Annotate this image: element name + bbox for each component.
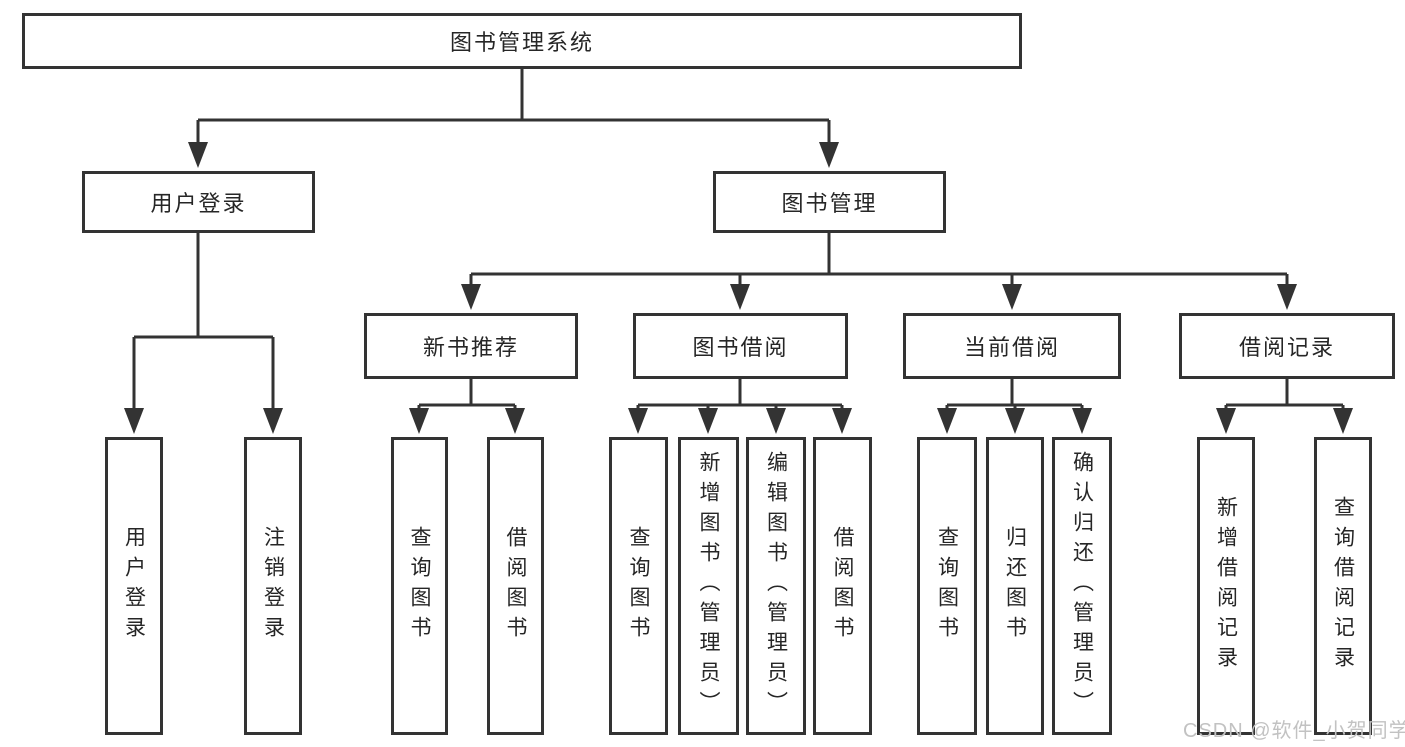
leaf-records-query-record-label: 查询借阅记录 [1331, 496, 1355, 676]
node-user-login: 用户登录 [82, 171, 315, 233]
leaf-records-add-record-label: 新增借阅记录 [1214, 496, 1238, 676]
leaf-borrow-edit-book-admin-label: 编辑图书（管理员） [764, 451, 788, 721]
leaf-user-login: 用户登录 [105, 437, 163, 735]
node-borrow-records: 借阅记录 [1179, 313, 1395, 379]
leaf-logout-label: 注销登录 [261, 526, 285, 646]
leaf-current-query-book-label: 查询图书 [935, 526, 959, 646]
leaf-user-login-label: 用户登录 [122, 526, 146, 646]
node-root-system: 图书管理系统 [22, 13, 1022, 69]
leaf-borrow-query-book-label: 查询图书 [627, 526, 650, 646]
leaf-logout: 注销登录 [244, 437, 302, 735]
arrowhead-icons [124, 142, 1353, 434]
leaf-current-return-book-label: 归还图书 [1003, 526, 1027, 646]
leaf-rec-query-book-label: 查询图书 [408, 526, 431, 646]
leaf-rec-borrow-book-label: 借阅图书 [504, 526, 527, 646]
leaf-borrow-add-book-admin-label: 新增图书（管理员） [697, 451, 720, 721]
leaf-borrow-query-book: 查询图书 [609, 437, 668, 735]
leaf-records-query-record: 查询借阅记录 [1314, 437, 1372, 735]
leaf-borrow-add-book-admin: 新增图书（管理员） [678, 437, 739, 735]
leaf-borrow-edit-book-admin: 编辑图书（管理员） [746, 437, 806, 735]
leaf-records-add-record: 新增借阅记录 [1197, 437, 1255, 735]
leaf-rec-query-book: 查询图书 [391, 437, 448, 735]
node-new-book-recommend: 新书推荐 [364, 313, 578, 379]
leaf-borrow-borrow-book-label: 借阅图书 [831, 526, 854, 646]
leaf-current-confirm-return-admin: 确认归还（管理员） [1052, 437, 1112, 735]
node-current-borrow: 当前借阅 [903, 313, 1121, 379]
node-book-management: 图书管理 [713, 171, 946, 233]
csdn-watermark: CSDN @软件_小贺同学 [1183, 720, 1405, 742]
leaf-borrow-borrow-book: 借阅图书 [813, 437, 872, 735]
node-book-borrow: 图书借阅 [633, 313, 848, 379]
leaf-current-query-book: 查询图书 [917, 437, 977, 735]
leaf-current-confirm-return-admin-label: 确认归还（管理员） [1070, 451, 1094, 721]
leaf-current-return-book: 归还图书 [986, 437, 1044, 735]
leaf-rec-borrow-book: 借阅图书 [487, 437, 544, 735]
